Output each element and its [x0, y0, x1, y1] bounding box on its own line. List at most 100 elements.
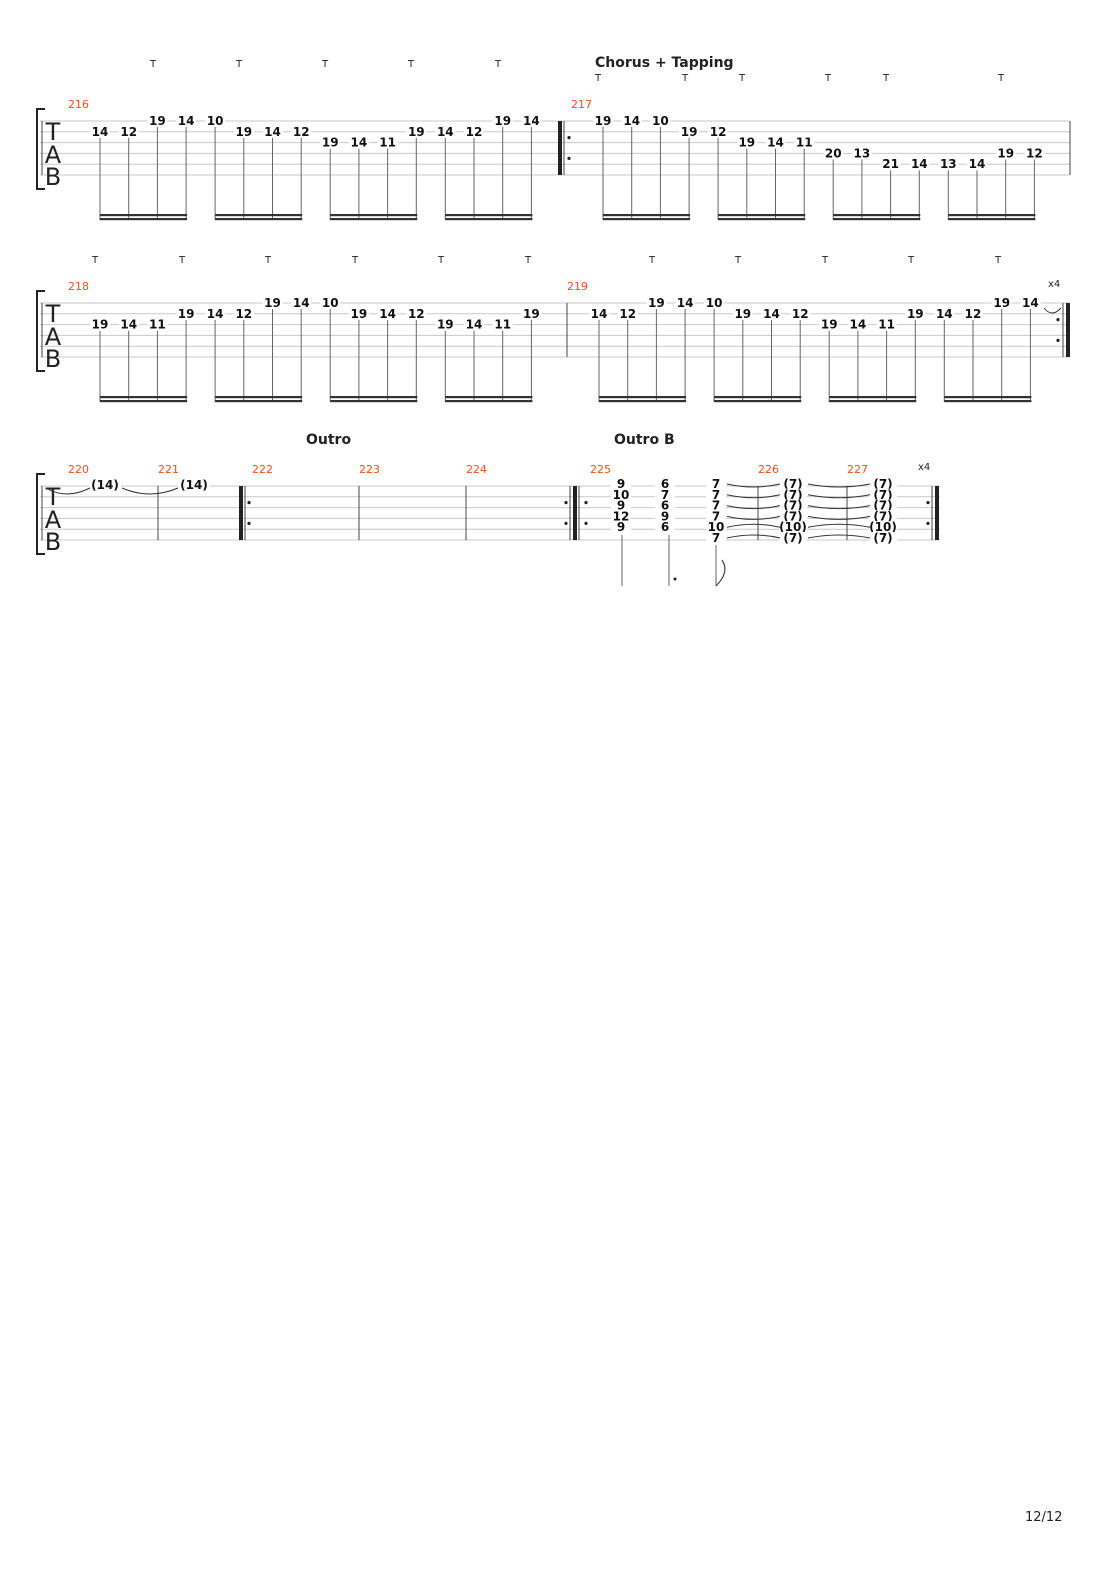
- tap-mark: T: [407, 59, 415, 70]
- fret-bg: [320, 297, 341, 309]
- fret-number: 14: [763, 307, 780, 321]
- fret-number: 9: [617, 477, 625, 491]
- fret-number: 9: [617, 520, 625, 534]
- beam: [948, 218, 1036, 221]
- fret-number: 13: [854, 146, 871, 160]
- page-number: 12/12: [1025, 1510, 1063, 1525]
- fret-number: 12: [792, 307, 809, 321]
- fret-number: 19: [734, 307, 751, 321]
- tap-mark: T: [437, 255, 445, 266]
- fret-bg: [909, 158, 930, 171]
- fret-bg: [706, 521, 726, 533]
- tab-clef-a: A: [45, 323, 62, 351]
- tie: [726, 505, 781, 510]
- tab-clef-a: A: [45, 506, 62, 534]
- beam: [215, 400, 303, 403]
- fret-number: 7: [661, 488, 669, 502]
- fret-number: 10: [652, 114, 669, 128]
- fret-number: 19: [997, 146, 1014, 160]
- fret-bg: [147, 318, 168, 331]
- fret-number: 12: [293, 125, 310, 139]
- section-label: Outro: [306, 432, 351, 448]
- tap-mark: T: [178, 255, 186, 266]
- fret-number: 14: [293, 296, 310, 310]
- fret-bg: [851, 147, 872, 160]
- fret-number: 13: [940, 157, 957, 171]
- fret-bg: [406, 307, 427, 320]
- fret-bg: [765, 136, 786, 149]
- fret-bg: [611, 488, 631, 500]
- fret-bg: [655, 478, 675, 489]
- bar-number: 221: [158, 463, 179, 476]
- fret-bg: [706, 478, 726, 489]
- fret-number: 10: [613, 488, 630, 502]
- fret-bg: [435, 318, 456, 331]
- repeat-end-dot: [564, 521, 568, 526]
- fret-number: 19: [821, 318, 838, 332]
- fret-bg: [736, 136, 757, 149]
- tie: [726, 483, 781, 488]
- fret-number: 19: [993, 296, 1010, 310]
- fret-number: (14): [91, 478, 119, 492]
- fret-number: 12: [408, 307, 425, 321]
- tap-mark: T: [681, 73, 689, 84]
- fret-number: 19: [648, 296, 665, 310]
- beam: [718, 218, 806, 221]
- tie: [807, 505, 871, 510]
- fret-number: 12: [710, 125, 727, 139]
- beam: [948, 214, 1036, 217]
- fret-bg: [869, 488, 897, 500]
- repeat-end-dot: [926, 501, 930, 505]
- fret-number: 12: [619, 307, 636, 321]
- fret-number: 11: [878, 318, 895, 332]
- dot: [673, 577, 677, 581]
- fret-number: (7): [783, 477, 802, 491]
- fret-bg: [790, 307, 811, 320]
- fret-bg: [90, 125, 110, 138]
- fret-number: 14: [178, 114, 195, 128]
- fret-number: 19: [322, 136, 339, 150]
- fret-bg: [205, 115, 226, 127]
- fret-number: 12: [613, 509, 630, 523]
- fret-bg: [869, 510, 897, 522]
- fret-bg: [90, 318, 110, 331]
- tab-clef-a: A: [45, 141, 62, 169]
- fret-number: 19: [595, 114, 612, 128]
- fret-bg: [89, 479, 121, 492]
- beam: [330, 218, 418, 221]
- fret-bg: [1020, 297, 1041, 309]
- fret-bg: [779, 510, 807, 522]
- fret-bg: [706, 499, 726, 511]
- fret-number: (7): [783, 488, 802, 502]
- beam: [603, 218, 691, 221]
- fret-bg: [869, 478, 897, 489]
- fret-bg: [617, 307, 638, 320]
- fret-bg: [176, 307, 197, 320]
- beam: [829, 400, 917, 403]
- fret-number: 10: [207, 114, 224, 128]
- beam: [215, 396, 303, 399]
- bar-number: 227: [847, 463, 868, 476]
- fret-bg: [779, 478, 807, 489]
- fret-bg: [779, 499, 807, 511]
- fret-number: (7): [873, 477, 892, 491]
- fret-number: (7): [783, 509, 802, 523]
- fret-number: 11: [149, 318, 166, 332]
- fret-number: 20: [825, 146, 842, 160]
- bar-number: 222: [252, 463, 273, 476]
- fret-bg: [611, 499, 631, 511]
- fret-number: 14: [207, 307, 224, 321]
- tie: [807, 523, 871, 528]
- beam: [603, 214, 691, 217]
- fret-number: 19: [523, 307, 540, 321]
- fret-number: 19: [92, 318, 109, 332]
- fret-bg: [178, 479, 210, 492]
- beam: [445, 396, 533, 399]
- fret-number: 10: [706, 296, 723, 310]
- fret-bg: [464, 318, 484, 331]
- fret-bg: [876, 318, 897, 331]
- beam: [829, 396, 917, 399]
- fret-number: 14: [437, 125, 454, 139]
- fret-number: 19: [351, 307, 368, 321]
